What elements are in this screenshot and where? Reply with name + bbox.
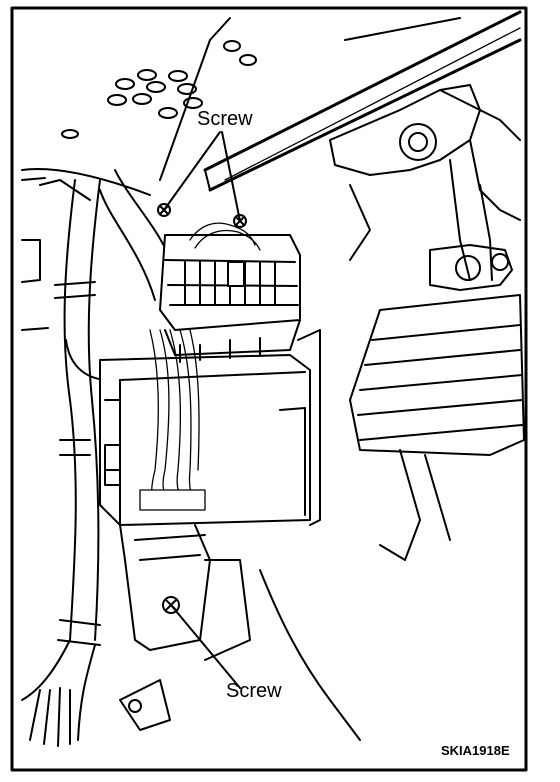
screw-label-bottom: Screw <box>226 680 282 702</box>
control-module <box>99 329 321 526</box>
fuse-block <box>159 234 301 356</box>
steering-column <box>203 10 522 192</box>
screw-label-top: Screw <box>197 108 253 130</box>
vent-holes <box>61 40 257 139</box>
pedal-bracket <box>329 84 521 291</box>
leader-lines <box>163 131 241 689</box>
dashboard-panel <box>21 17 461 331</box>
lower-bracket <box>119 524 361 741</box>
module-wires <box>139 222 261 511</box>
pedal-pad <box>349 294 525 561</box>
figure-code: SKIA1918E <box>441 743 510 758</box>
figure-frame <box>10 6 528 772</box>
